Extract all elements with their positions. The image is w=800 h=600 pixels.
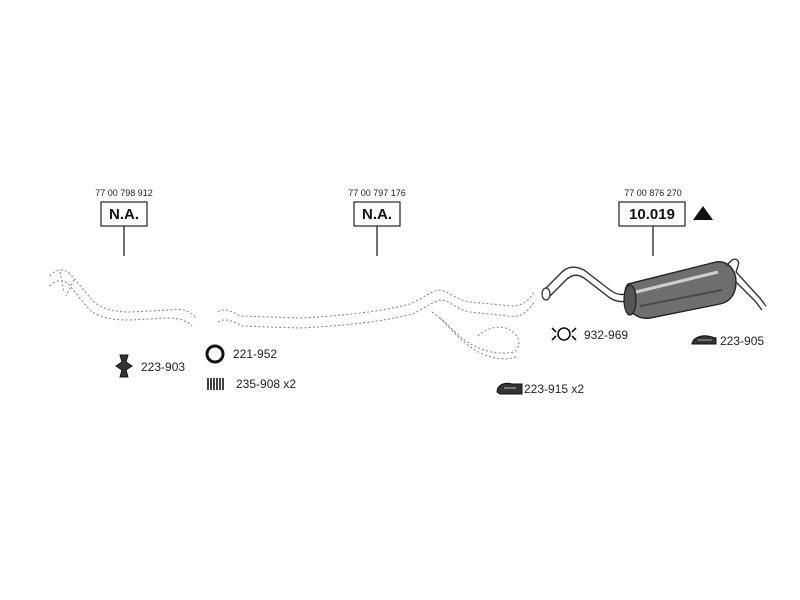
- rear-silencer-drawing: [541, 258, 767, 319]
- spring-icon: [207, 378, 224, 390]
- accessory-932-969[interactable]: 932-969: [551, 327, 628, 342]
- pipe-inlet-end: [541, 287, 551, 301]
- section-front-pipe: 77 00 798 912 N.A.: [49, 188, 197, 327]
- accessory-label: 221-952: [233, 347, 277, 361]
- silencer-front-cap: [623, 284, 637, 316]
- silencer-highlight: [635, 270, 719, 294]
- accessory-223-915[interactable]: 223-915 x2: [496, 382, 584, 396]
- part-code-box[interactable]: [618, 201, 686, 227]
- accessory-223-903[interactable]: 223-903: [115, 354, 185, 378]
- part-code: N.A.: [362, 206, 392, 223]
- part-code-box[interactable]: [353, 201, 401, 227]
- inlet-pipe: [543, 266, 637, 303]
- accessory-label: 223-905: [720, 334, 764, 348]
- accessory-label: 223-915 x2: [524, 382, 584, 396]
- front-pipe-outline: [49, 269, 197, 327]
- accessory-221-952[interactable]: 221-952: [205, 344, 277, 364]
- oem-number: 77 00 797 176: [348, 188, 406, 198]
- accessory-label: 932-969: [584, 328, 628, 342]
- rubber-mount-icon: [115, 354, 133, 378]
- accessory-label: 223-903: [141, 360, 185, 374]
- accessory-223-905[interactable]: 223-905: [691, 334, 764, 348]
- centre-pipe-outline: [217, 289, 535, 360]
- sealing-ring-icon: [205, 344, 225, 364]
- tail-pipe: [725, 258, 767, 311]
- silencer-shade: [639, 289, 723, 307]
- accessory-label: 235-908 x2: [236, 377, 296, 391]
- part-code: 10.019: [629, 206, 675, 223]
- section-rear-silencer: 77 00 876 270 10.019: [541, 188, 767, 319]
- rubber-hanger-icon: [496, 382, 523, 395]
- accessory-235-908[interactable]: 235-908 x2: [207, 377, 296, 391]
- section-centre-pipe: 77 00 797 176 N.A.: [217, 188, 535, 360]
- pipe-clamp-icon: [551, 327, 577, 341]
- part-code: N.A.: [109, 206, 139, 223]
- triangle-icon: [693, 206, 713, 220]
- oem-number: 77 00 876 270: [624, 188, 682, 198]
- oem-number: 77 00 798 912: [95, 188, 153, 198]
